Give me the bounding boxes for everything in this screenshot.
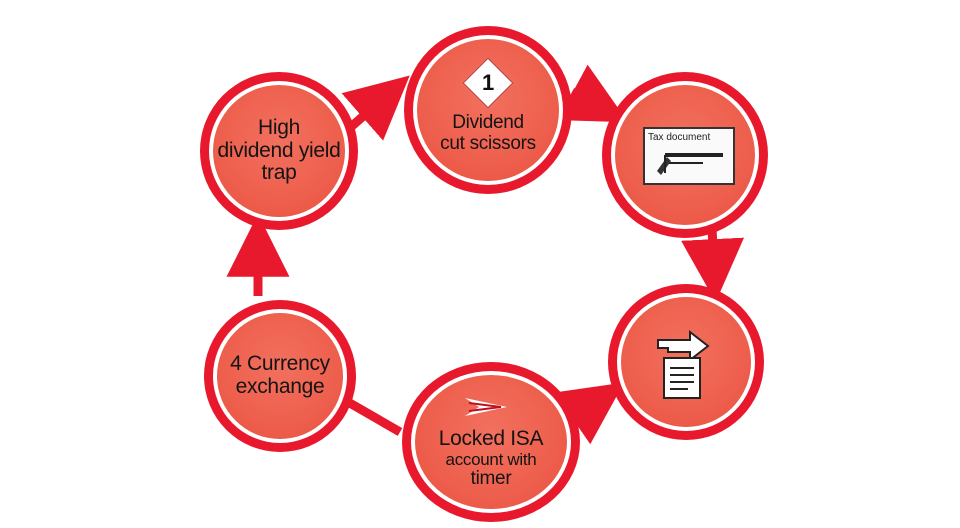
arrow-4-to-5 [345,398,403,436]
arrow-1-to-2 [341,75,410,141]
node-5-line-2: account with [445,449,537,469]
node-1-line-2: dividend yield [217,138,341,162]
chevron-arrow-icon [465,398,507,417]
node-1-line-1: High [258,115,300,139]
node-2-line-1: Dividend [452,112,524,134]
node-currency-exchange: 4 Currency exchange [204,300,356,452]
node-transfer-document [608,284,764,440]
arrow-3-to-6 [681,227,745,303]
node-locked-isa: Locked ISA account with timer [402,362,580,522]
arrow-2-to-3 [557,64,629,123]
badge-number: 1 [481,70,495,96]
transfer-document-icon [657,329,710,399]
node-tax-document: Tax document [602,72,768,238]
node-dividend-cut: 1 Dividend cut scissors [404,26,572,194]
node-4-line-1: 4 Currency [230,352,330,376]
tax-document-icon: Tax document [643,127,735,185]
node-2-line-2: cut scissors [440,133,536,154]
node-4-line-2: exchange [235,375,325,398]
node-5-line-1: Locked ISA [438,427,544,451]
node-1-line-3: trap [261,161,297,185]
number-badge-icon: 1 [462,58,514,109]
node-5-line-3: timer [470,468,512,490]
node-high-yield: High dividend yield trap [200,72,358,230]
tax-document-label: Tax document [648,132,711,143]
